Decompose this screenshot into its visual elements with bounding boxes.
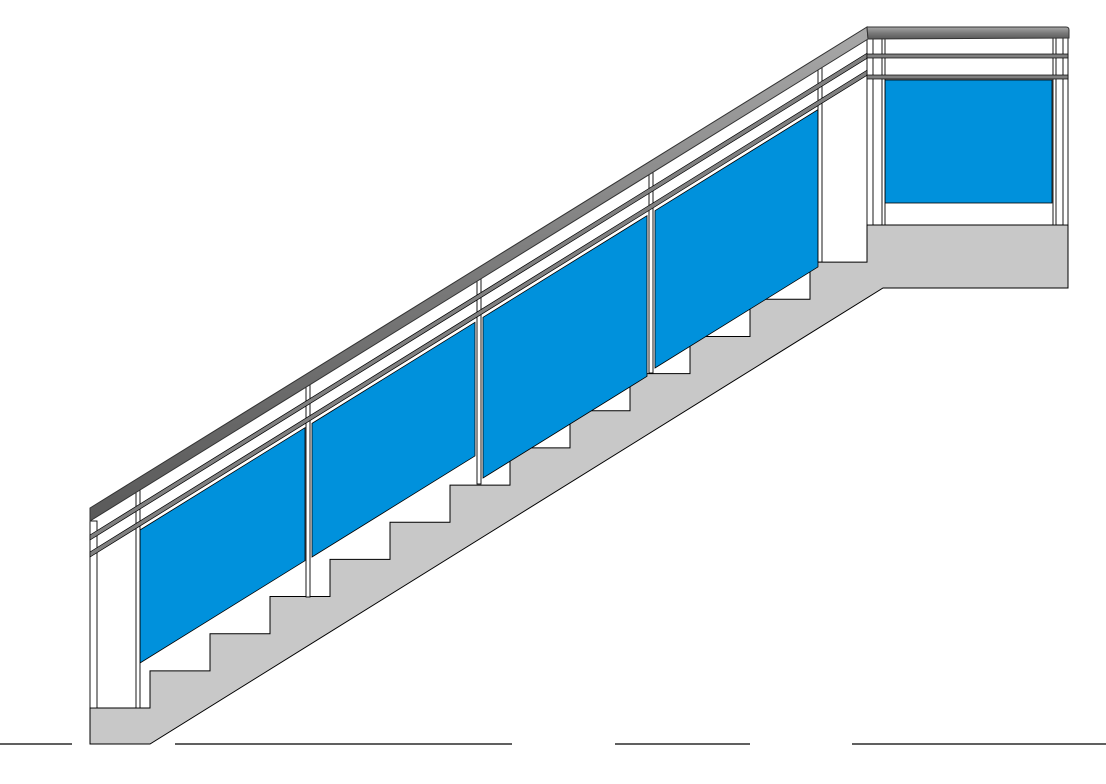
railing-post xyxy=(476,278,482,485)
glass-panel xyxy=(654,108,819,369)
railing-post xyxy=(89,520,98,709)
railing-post xyxy=(881,37,886,226)
handrail xyxy=(89,26,1070,522)
glass-panels xyxy=(139,79,1053,664)
railing-post xyxy=(1062,37,1069,226)
landing-rail xyxy=(866,74,1069,80)
railing-post xyxy=(817,66,823,263)
railing-post xyxy=(1052,37,1057,226)
handrail-landing xyxy=(866,26,1070,40)
landing-rail xyxy=(866,53,1069,59)
railing-post xyxy=(866,37,874,226)
glass-panel-landing xyxy=(884,79,1053,204)
intermediate-rails xyxy=(89,52,1069,558)
railing-post xyxy=(648,171,654,374)
glass-panel xyxy=(482,214,648,479)
glass-panel xyxy=(311,321,476,558)
